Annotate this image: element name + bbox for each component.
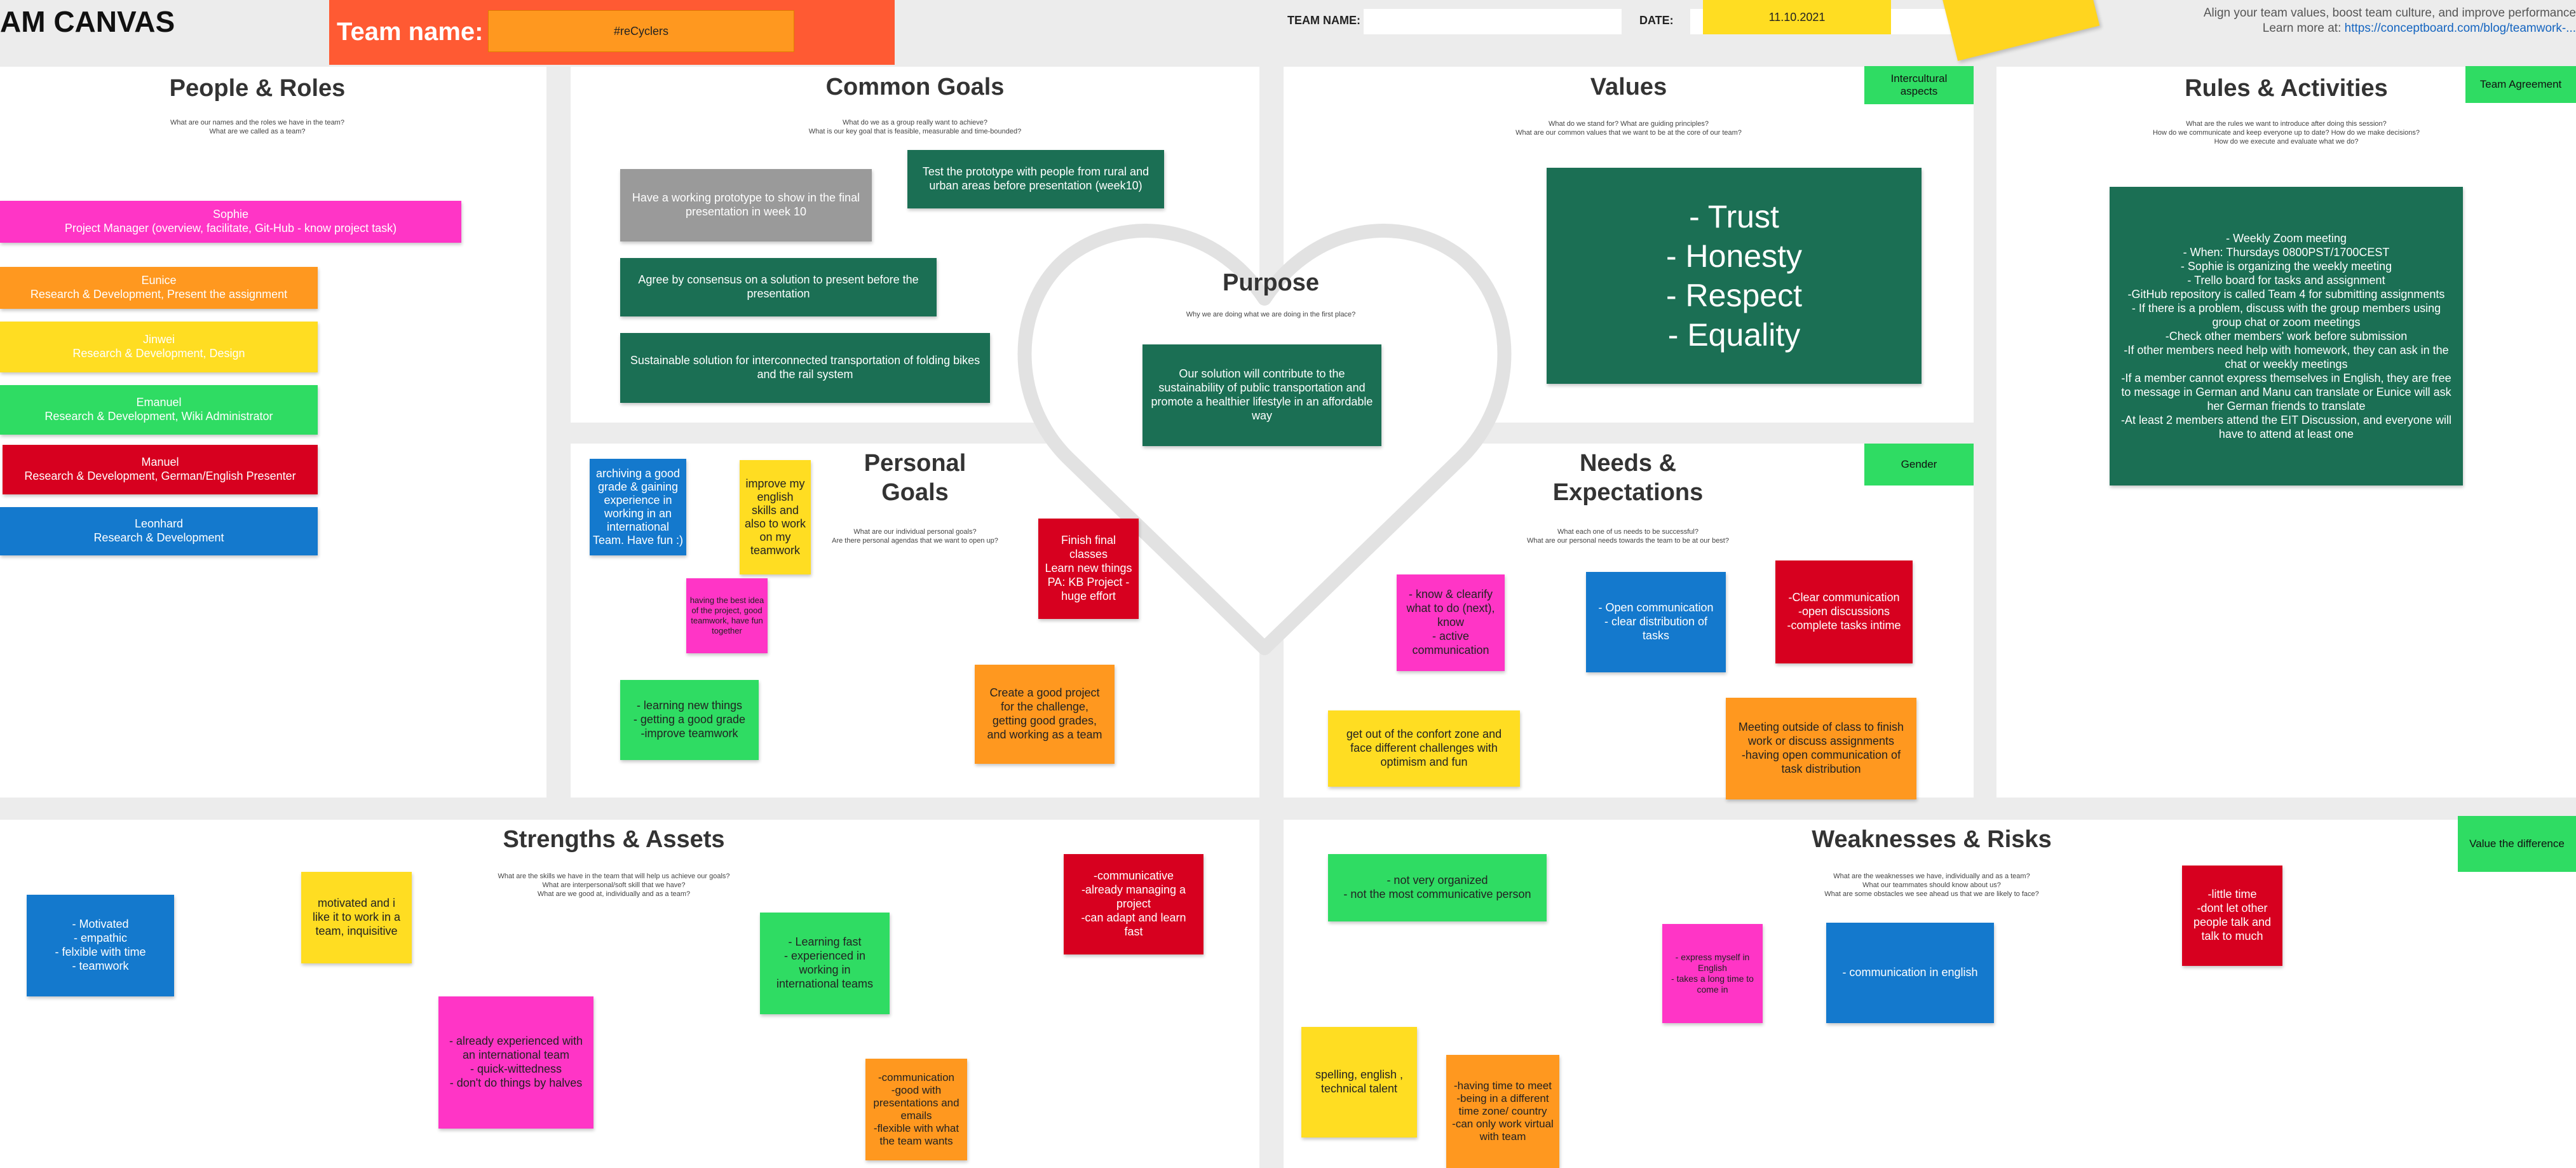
needs-title: Needs & Expectations (1552, 450, 1704, 506)
strengths-title: Strengths & Assets (503, 826, 725, 853)
personal-goals-title: Personal Goals (864, 450, 966, 506)
rules-subtitle: What are the rules we want to introduce … (2152, 120, 2420, 146)
goal-note-sustainable[interactable]: Sustainable solution for interconnected … (620, 333, 990, 403)
values-title: Values (1590, 74, 1667, 100)
people-roles-subtitle: What are our names and the roles we have… (170, 119, 344, 135)
person-note-manuel[interactable]: Manuel Research & Development, German/En… (3, 445, 318, 494)
learn-more-label: Learn more at: (2262, 22, 2342, 35)
strength-note-communication[interactable]: -communication -good with presentations … (865, 1059, 967, 1160)
values-subtitle: What do we stand for? What are guiding p… (1515, 120, 1742, 137)
weakness-note-spelling[interactable]: spelling, english , technical talent (1301, 1027, 1417, 1137)
goal-note-consensus[interactable]: Agree by consensus on a solution to pres… (620, 258, 937, 316)
needs-subtitle: What each one of us needs to be successf… (1527, 528, 1729, 545)
weaknesses-title: Weaknesses & Risks (1812, 826, 2052, 853)
weakness-note-express[interactable]: - express myself in English - takes a lo… (1662, 924, 1763, 1023)
team-name-field-label: TEAM NAME: (1287, 14, 1360, 27)
weakness-note-organized[interactable]: - not very organized - not the most comm… (1328, 854, 1547, 921)
rules-note[interactable]: - Weekly Zoom meeting - When: Thursdays … (2110, 187, 2463, 486)
needs-tag-gender[interactable]: Gender (1864, 444, 1974, 486)
needs-note-clearify[interactable]: - know & clearify what to do (next), kno… (1397, 574, 1505, 671)
strength-note-experienced[interactable]: - already experienced with an internatio… (438, 996, 593, 1129)
date-input[interactable]: 11.10.2021 (1703, 0, 1891, 34)
needs-note-open[interactable]: - Open communication - clear distributio… (1586, 572, 1726, 672)
personal-note-english[interactable]: improve my english skills and also to wo… (740, 460, 811, 574)
person-note-sophie[interactable]: Sophie Project Manager (overview, facili… (0, 201, 461, 243)
team-name-field[interactable] (1364, 9, 1622, 34)
strengths-subtitle: What are the skills we have in the team … (498, 873, 730, 898)
person-note-emanuel[interactable]: Emanuel Research & Development, Wiki Adm… (0, 385, 318, 435)
weakness-note-time[interactable]: -having time to meet -being in a differe… (1446, 1055, 1559, 1168)
strength-note-inquisitive[interactable]: motivated and i like it to work in a tea… (301, 872, 412, 963)
rules-title: Rules & Activities (2185, 75, 2388, 102)
strengths-panel (0, 820, 1259, 1168)
values-note[interactable]: - Trust - Honesty - Respect - Equality (1547, 168, 1922, 384)
team-name-banner: Team name: #reCyclers (329, 0, 895, 65)
goal-note-prototype[interactable]: Have a working prototype to show in the … (620, 169, 872, 241)
common-goals-title: Common Goals (825, 74, 1005, 100)
weaknesses-subtitle: What are the weaknesses we have, individ… (1824, 873, 2039, 898)
personal-note-finish[interactable]: Finish final classes Learn new things PA… (1038, 519, 1139, 619)
common-goals-subtitle: What do we as a group really want to ach… (808, 119, 1022, 135)
person-note-leonhard[interactable]: Leonhard Research & Development (0, 507, 318, 555)
team-name-label: Team name: (337, 18, 484, 46)
info-line-1: Align your team values, boost team cultu… (2203, 6, 2576, 20)
needs-note-clear[interactable]: -Clear communication -open discussions -… (1775, 560, 1913, 663)
rules-tag-team-agreement[interactable]: Team Agreement (2465, 66, 2576, 103)
weakness-note-little-time[interactable]: -little time -dont let other people talk… (2182, 866, 2282, 966)
goal-note-test[interactable]: Test the prototype with people from rura… (907, 150, 1164, 208)
strength-note-learning[interactable]: - Learning fast - experienced in working… (760, 913, 890, 1014)
needs-note-comfort[interactable]: get out of the confort zone and face dif… (1328, 710, 1520, 787)
needs-note-meeting[interactable]: Meeting outside of class to finish work … (1726, 698, 1916, 799)
learn-more-link[interactable]: https://conceptboard.com/blog/teamwork-.… (2344, 22, 2576, 35)
strength-note-communicative[interactable]: -communicative -already managing a proje… (1064, 854, 1203, 954)
values-tag-intercultural[interactable]: Intercultural aspects (1864, 66, 1974, 104)
yellow-corner-note (1937, 0, 2100, 61)
purpose-subtitle: Why we are doing what we are doing in th… (1186, 311, 1356, 318)
personal-note-archiving[interactable]: archiving a good grade & gaining experie… (590, 459, 686, 555)
weakness-note-english[interactable]: - communication in english (1826, 923, 1994, 1023)
date-label: DATE: (1639, 14, 1674, 27)
purpose-note[interactable]: Our solution will contribute to the sust… (1142, 344, 1381, 446)
person-note-jinwei[interactable]: Jinwei Research & Development, Design (0, 322, 318, 372)
canvas-title: AM CANVAS (0, 5, 175, 38)
people-roles-title: People & Roles (169, 75, 346, 102)
personal-note-learning[interactable]: - learning new things - getting a good g… (620, 680, 759, 760)
strength-note-motivated[interactable]: - Motivated - empathic - felxible with t… (27, 895, 174, 996)
personal-note-project[interactable]: Create a good project for the challenge,… (975, 665, 1115, 764)
weaknesses-tag-value-difference[interactable]: Value the difference (2458, 816, 2576, 872)
person-note-eunice[interactable]: Eunice Research & Development, Present t… (0, 267, 318, 309)
team-name-input[interactable]: #reCyclers (488, 10, 794, 52)
info-line-2: Learn more at: https://conceptboard.com/… (2097, 22, 2576, 36)
personal-goals-subtitle: What are our individual personal goals? … (832, 528, 998, 545)
purpose-title: Purpose (1222, 269, 1320, 296)
personal-note-best-idea[interactable]: having the best idea of the project, goo… (686, 578, 768, 653)
